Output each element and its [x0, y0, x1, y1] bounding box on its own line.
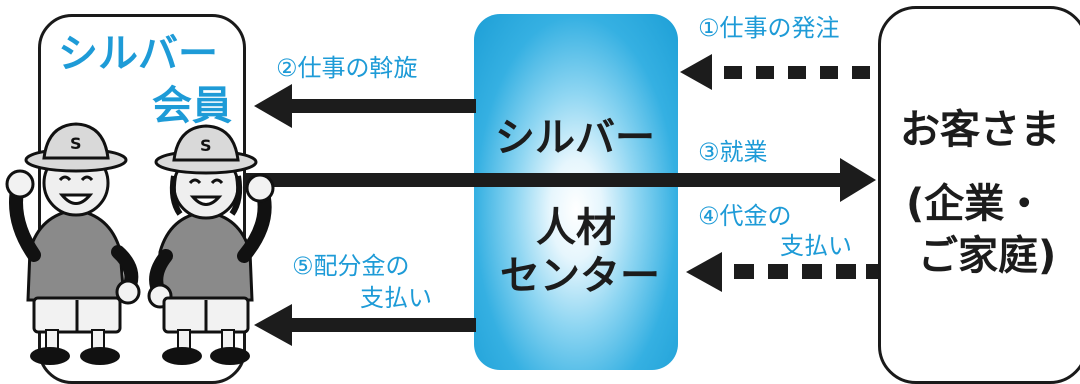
- center-title-line1: シルバー: [495, 115, 655, 161]
- center-title-line2: 人材: [536, 205, 616, 251]
- flow-label-distribution-line1: ⑤配分金の: [292, 252, 410, 280]
- flow-label-work: ③就業: [698, 138, 768, 166]
- members-title-line2: 会員: [152, 83, 232, 129]
- flow-label-arrange: ②仕事の斡旋: [276, 54, 418, 82]
- mascot-left-hat-mark: S: [70, 134, 82, 153]
- members-title-line1: シルバー: [58, 31, 218, 77]
- mascot-right-hat-mark: S: [200, 136, 212, 155]
- client-title-line3: ご家庭): [918, 233, 1057, 279]
- center-title-line3: センター: [500, 253, 660, 299]
- distribution-arrow: [254, 304, 476, 346]
- mascot-left-illustration: S: [5, 122, 141, 365]
- flow-label-order: ①仕事の発注: [698, 14, 840, 42]
- arrows-layer: [244, 54, 878, 346]
- payment-arrow: [686, 252, 878, 292]
- order-arrow: [680, 54, 870, 90]
- arrange-arrow: [254, 84, 476, 128]
- client-title-line2: (企業・: [906, 181, 1045, 227]
- client-title-line1: お客さま: [900, 107, 1060, 153]
- flow-label-payment-line2: 支払い: [780, 232, 852, 260]
- flow-diagram: シルバー 会員 シルバー 人材 センター お客さま (企業・ ご家庭) ①仕事の…: [5, 6, 1080, 384]
- work-arrow: [244, 158, 876, 202]
- silver-center-box: [474, 14, 678, 370]
- mascot-right-illustration: S: [147, 124, 275, 365]
- mascots-layer: S S: [5, 122, 275, 365]
- flow-label-payment-line1: ④代金の: [698, 202, 792, 230]
- flow-label-distribution-line2: 支払い: [360, 284, 432, 312]
- client-box: [878, 6, 1080, 384]
